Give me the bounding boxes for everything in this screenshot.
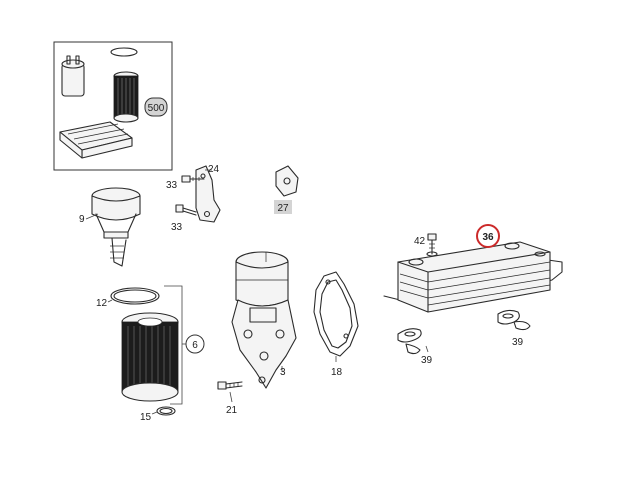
callout-27-label: 27 <box>277 203 289 214</box>
callout-24[interactable]: 24 <box>208 164 220 175</box>
callout-12[interactable]: 12 <box>96 298 108 309</box>
callout-3[interactable]: 3 <box>280 367 286 378</box>
bolt-33-lower <box>175 204 197 216</box>
callout-27[interactable]: 27 <box>274 200 292 214</box>
callout-39-left[interactable]: 39 <box>421 355 433 366</box>
o-ring-illustration <box>110 47 138 57</box>
callout-36[interactable]: 36 <box>482 232 494 243</box>
filter-housing-3: 3 <box>231 251 297 389</box>
callout-21[interactable]: 21 <box>226 405 238 416</box>
callout-33-lower[interactable]: 33 <box>171 222 183 233</box>
air-filter-panel-illustration <box>59 121 133 159</box>
mount-bracket-27: 27 <box>274 165 299 214</box>
kit-bracket-6: 6 <box>164 285 205 405</box>
callout-500-label: 500 <box>148 103 165 114</box>
callout-18[interactable]: 18 <box>331 367 343 378</box>
gasket-18: 18 <box>313 271 359 378</box>
bracket-24 <box>195 165 221 223</box>
o-ring-15: 15 <box>140 406 176 423</box>
seal-39-left: 39 <box>397 328 433 366</box>
callout-42[interactable]: 42 <box>414 236 426 247</box>
seal-ring-12: 12 <box>96 287 160 309</box>
callout-15[interactable]: 15 <box>140 412 152 423</box>
bolt-21: 21 <box>217 381 243 416</box>
callout-33-upper[interactable]: 33 <box>166 180 178 191</box>
service-kit-inset: 500 <box>53 41 173 171</box>
filter-cap-9: 9 <box>79 187 141 267</box>
oil-filter-element <box>121 312 179 402</box>
bolt-42: 42 <box>414 233 438 257</box>
callout-500[interactable]: 500 <box>144 97 168 117</box>
callout-6[interactable]: 6 <box>192 340 198 351</box>
bracket-assembly: 24 33 33 <box>166 164 221 233</box>
oil-cooler-36: 36 <box>383 224 563 313</box>
fuel-filter-illustration <box>61 55 85 97</box>
bolt-33-upper <box>181 175 205 183</box>
seal-39-right: 39 <box>497 309 531 348</box>
callout-9[interactable]: 9 <box>79 214 85 225</box>
oil-filter-cartridge-illustration <box>113 71 139 123</box>
callout-39-right[interactable]: 39 <box>512 337 524 348</box>
